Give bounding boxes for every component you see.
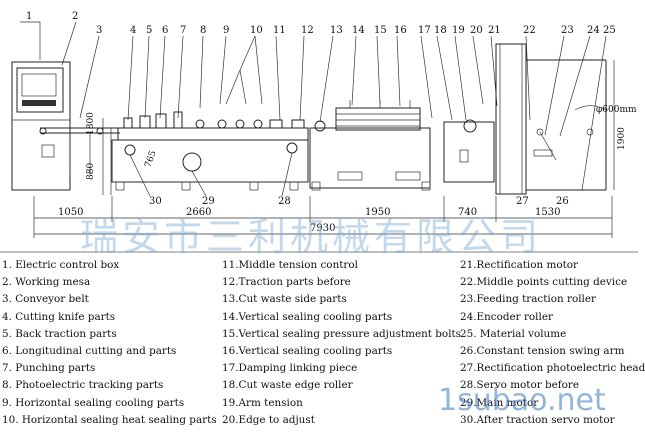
callout-6: 6	[162, 25, 168, 36]
legend-item: 21.Rectification motor	[460, 259, 579, 271]
callout-16: 16	[394, 25, 407, 36]
callout-22: 22	[523, 25, 536, 36]
legend-column-1: 1. Electric control box 2. Working mesa …	[2, 257, 217, 429]
legend-item: 14.Vertical sealing cooling parts	[222, 310, 393, 323]
callout-27: 27	[516, 196, 529, 207]
legend-item: 7. Punching parts	[2, 362, 96, 375]
dim-1900: 1900	[617, 127, 627, 150]
dim-1050: 1050	[58, 207, 83, 218]
legend-item: 10. Horizontal sealing heat sealing part…	[2, 413, 217, 426]
legend-item: 8. Photoelectric tracking parts	[2, 379, 164, 392]
legend-item: 6. Longitudinal cutting and parts	[2, 344, 177, 357]
callout-26: 26	[556, 196, 569, 207]
callout-19: 19	[452, 25, 465, 36]
dim-740: 740	[458, 207, 477, 218]
dim-765: 765	[143, 149, 158, 169]
legend-item: 11.Middle tension control	[222, 259, 358, 271]
legend-column-2: 11.Middle tension control 12.Traction pa…	[222, 257, 461, 429]
legend-item: 13.Cut waste side parts	[222, 293, 347, 306]
callout-11: 11	[273, 25, 286, 36]
legend-item: 19.Arm tension	[222, 396, 303, 409]
working-mesa	[39, 127, 120, 175]
legend-item: 5. Back traction parts	[2, 327, 117, 340]
callout-14: 14	[352, 25, 365, 36]
callout-23: 23	[561, 25, 574, 36]
legend-column-3: 21.Rectification motor 22.Middle points …	[460, 257, 645, 429]
callout-25: 25	[603, 25, 616, 36]
callout-18: 18	[434, 25, 447, 36]
vertical-dimensions	[102, 118, 112, 195]
parts-legend: 1. Electric control box 2. Working mesa …	[0, 255, 645, 439]
callout-20: 20	[470, 25, 483, 36]
machine-drawing: 1 2 3 4 5 6 7 8 9 10 11 12 13 14 15 16 1…	[0, 11, 638, 253]
dim-1800: 1800	[86, 112, 96, 135]
callout-24: 24	[587, 25, 600, 36]
callout-8: 8	[200, 25, 206, 36]
unwind-section	[443, 43, 607, 195]
legend-item: 22.Middle points cutting device	[460, 276, 628, 289]
legend-item: 12.Traction parts before	[222, 276, 351, 289]
sealing-assemblies	[123, 111, 326, 132]
legend-item: 20.Edge to adjust	[222, 413, 315, 426]
callout-29: 29	[202, 196, 215, 207]
callout-5: 5	[146, 25, 152, 36]
legend-item: 25. Material volume	[460, 327, 567, 340]
legend-item: 18.Cut waste edge roller	[222, 379, 353, 392]
callout-7: 7	[180, 25, 186, 36]
electric-control-box	[11, 61, 71, 191]
callout-10: 10	[250, 25, 263, 36]
legend-item: 1. Electric control box	[2, 259, 120, 271]
callout-17: 17	[418, 25, 431, 36]
legend-item: 3. Conveyor belt	[2, 293, 89, 306]
callout-labels: 1 2 3 4 5 6 7 8 9 10 11 12 13 14 15 16 1…	[26, 11, 616, 36]
dimension-labels: 1050 2660 1950 740 1530 7930	[58, 207, 560, 234]
callout-12: 12	[301, 25, 314, 36]
dimension-lines	[33, 196, 613, 238]
callout-1: 1	[26, 11, 32, 22]
dim-2660: 2660	[186, 207, 211, 218]
legend-item: 27.Rectification photoelectric head	[460, 362, 645, 375]
dim-roller: φ600mm	[596, 105, 637, 115]
callout-3: 3	[96, 25, 102, 36]
legend-item: 9. Horizontal sealing cooling parts	[2, 396, 185, 409]
callout-4: 4	[130, 25, 136, 36]
inner-numbers: 30 29 28 27 26	[149, 196, 569, 207]
callout-13: 13	[330, 25, 343, 36]
legend-item: 24.Encoder roller	[460, 310, 553, 323]
dim-1530: 1530	[535, 207, 560, 218]
callout-9: 9	[223, 25, 229, 36]
legend-item: 2. Working mesa	[2, 276, 91, 289]
main-frame-left	[111, 127, 309, 197]
dim-7930: 7930	[310, 223, 335, 234]
legend-item: 4. Cutting knife parts	[2, 310, 116, 323]
callout-21: 21	[488, 25, 501, 36]
legend-item: 15.Vertical sealing pressure adjustment …	[222, 327, 462, 340]
dim-1950: 1950	[365, 207, 390, 218]
legend-item: 17.Damping linking piece	[222, 362, 358, 375]
vertical-sealing-section	[309, 100, 431, 191]
leader-lines	[20, 21, 607, 191]
dim-880: 880	[86, 163, 96, 180]
legend-item: 16.Vertical sealing cooling parts	[222, 344, 393, 357]
callout-2: 2	[72, 11, 78, 22]
callout-30: 30	[149, 196, 162, 207]
legend-item: 30.After traction servo motor	[460, 413, 615, 426]
legend-item: 29.Main motor	[460, 396, 539, 409]
legend-item: 28.Servo motor before	[460, 379, 580, 392]
legend-item: 23.Feeding traction roller	[460, 293, 596, 306]
watermark-site-logo: 1subao.net	[438, 383, 606, 418]
callout-15: 15	[374, 25, 387, 36]
callout-28: 28	[278, 196, 291, 207]
watermark-company: 瑞安市三利机械有限公司	[80, 215, 543, 259]
legend-item: 26.Constant tension swing arm	[460, 344, 625, 357]
